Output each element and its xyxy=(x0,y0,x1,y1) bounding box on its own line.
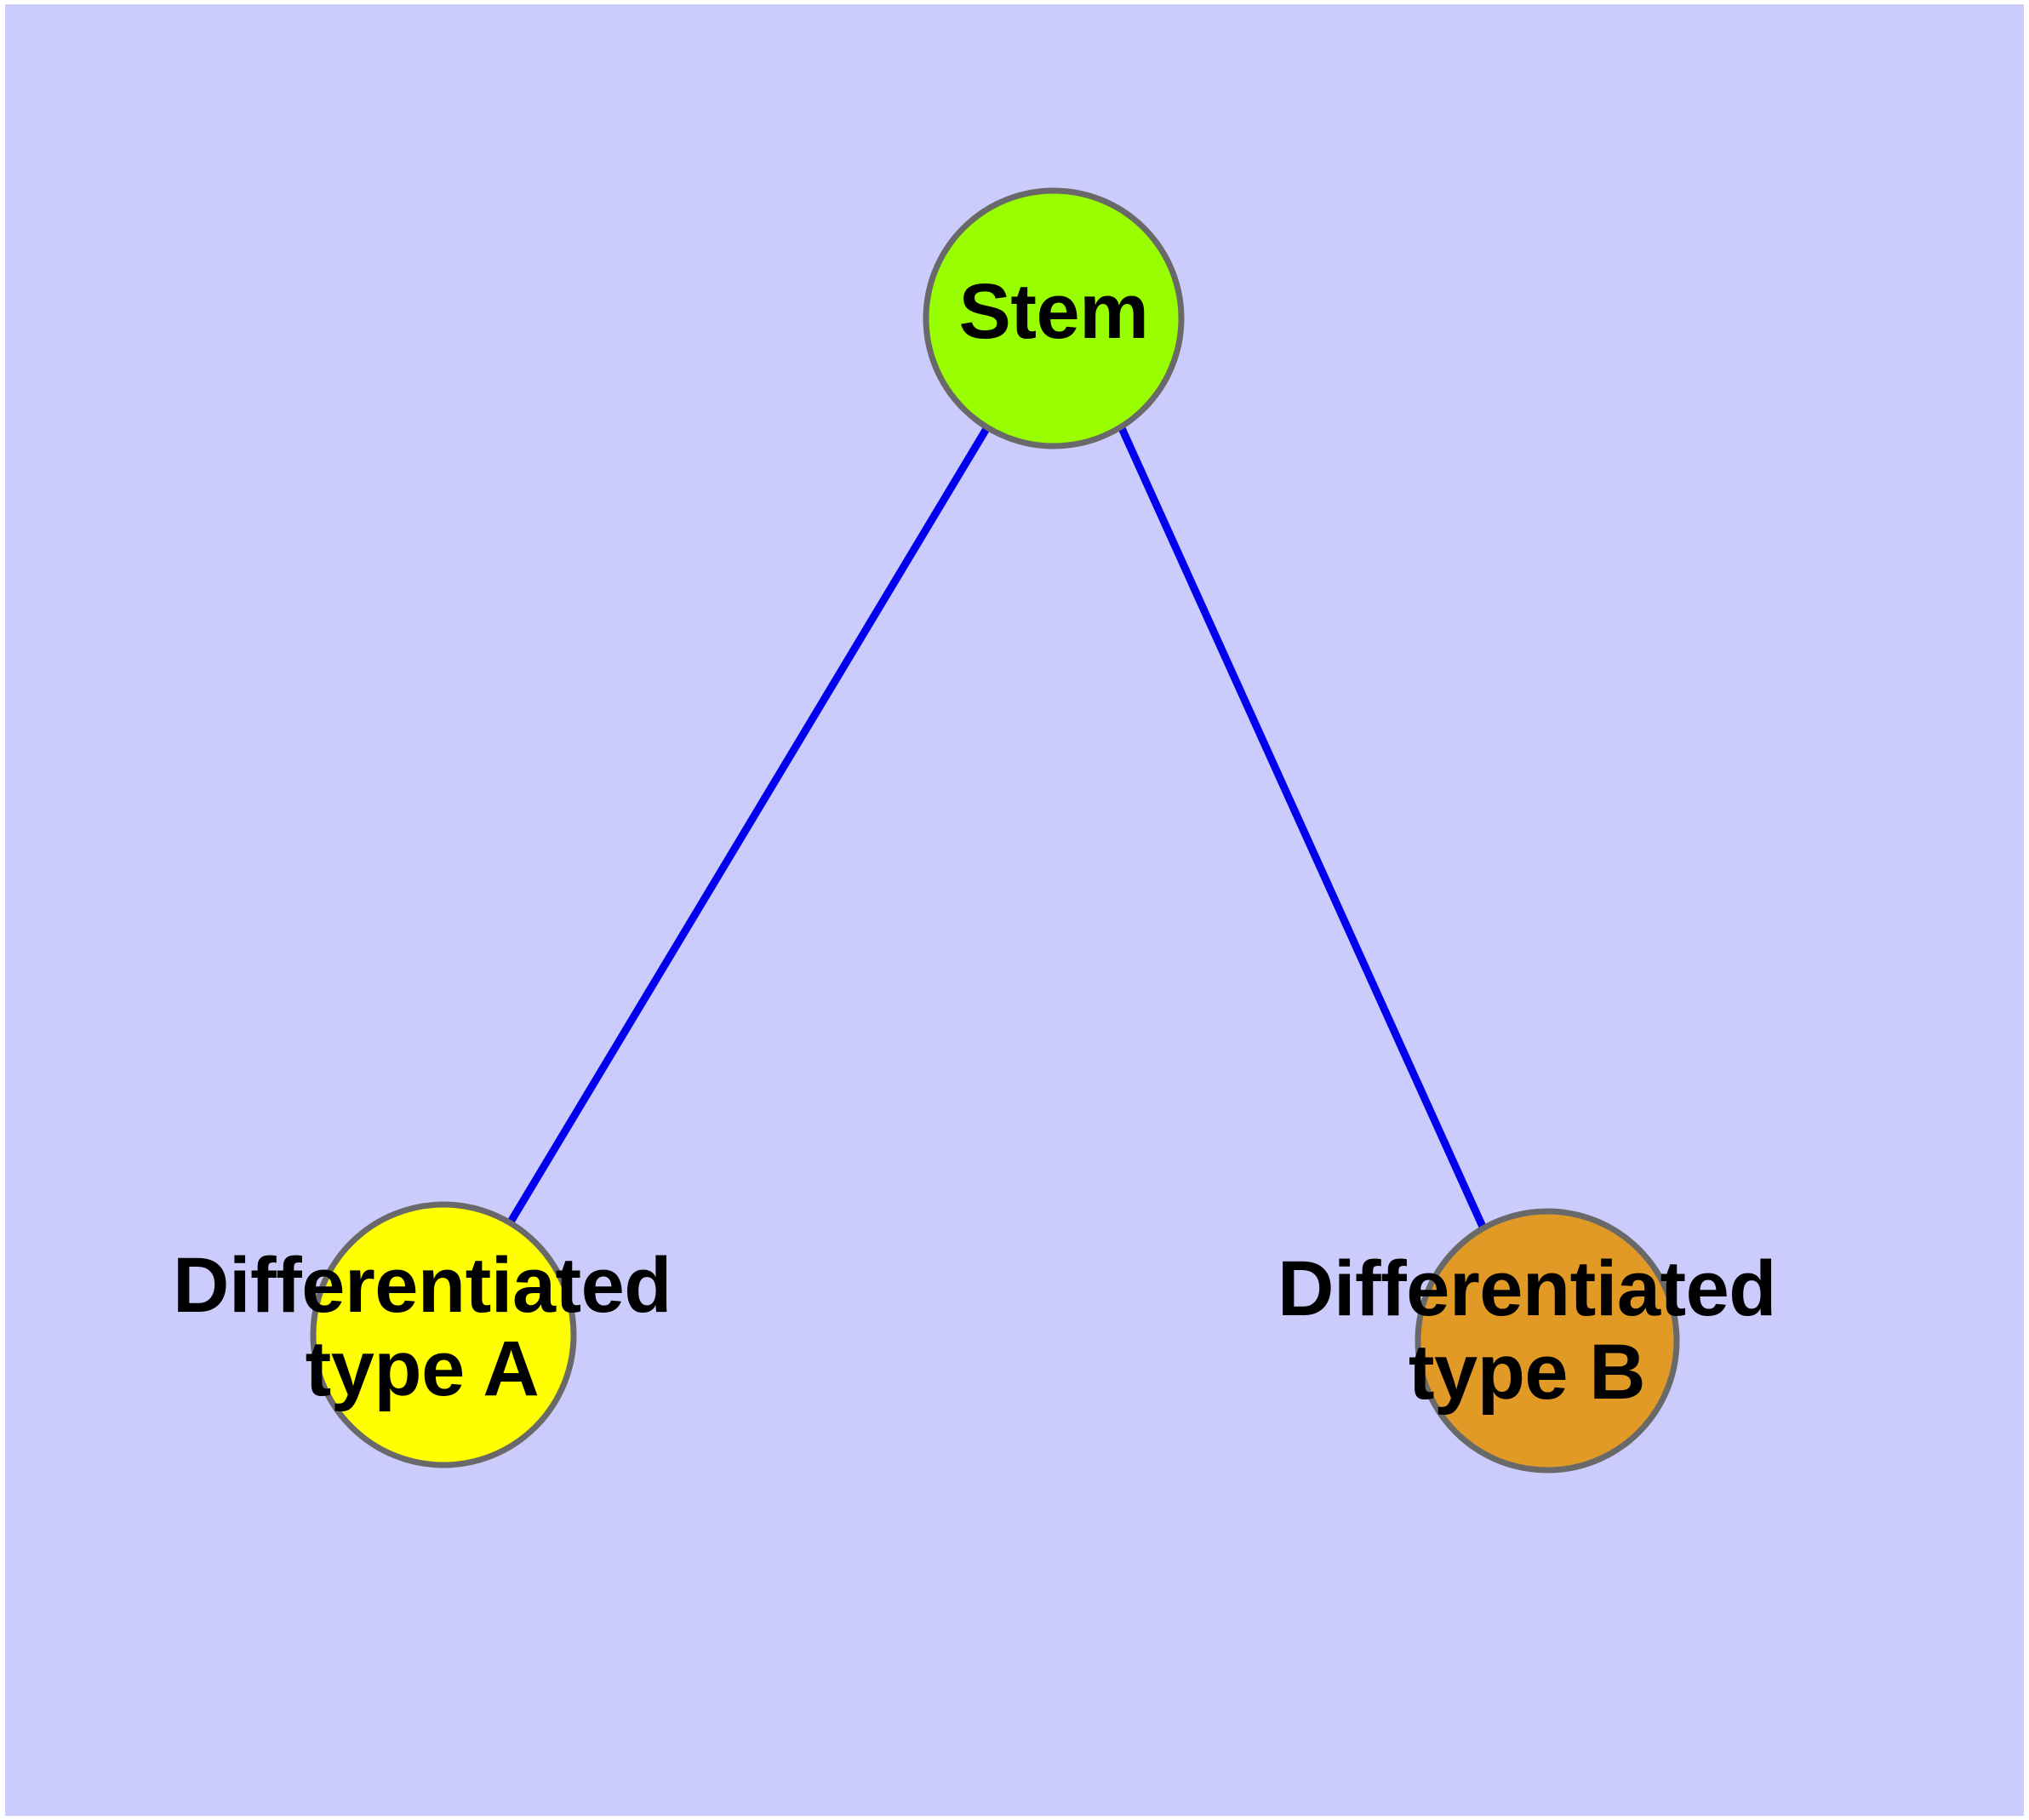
edge-layer xyxy=(506,425,1487,1228)
node-label-line-1: Differentiated xyxy=(173,1242,672,1329)
node-differentiated-type-a[interactable] xyxy=(310,1201,577,1468)
edge-stem-to-differentiated-type-b[interactable] xyxy=(1117,426,1487,1228)
node-label-stem: Stem xyxy=(958,268,1149,355)
node-label-line-2: type B xyxy=(1408,1328,1646,1416)
node-layer xyxy=(310,187,1680,1474)
edge-stem-to-differentiated-type-a[interactable] xyxy=(506,425,991,1226)
node-label-line-2: type A xyxy=(305,1325,540,1412)
node-differentiated-type-b[interactable] xyxy=(1415,1208,1680,1474)
node-label-line-1: Differentiated xyxy=(1277,1245,1776,1332)
node-stem[interactable] xyxy=(923,187,1185,449)
